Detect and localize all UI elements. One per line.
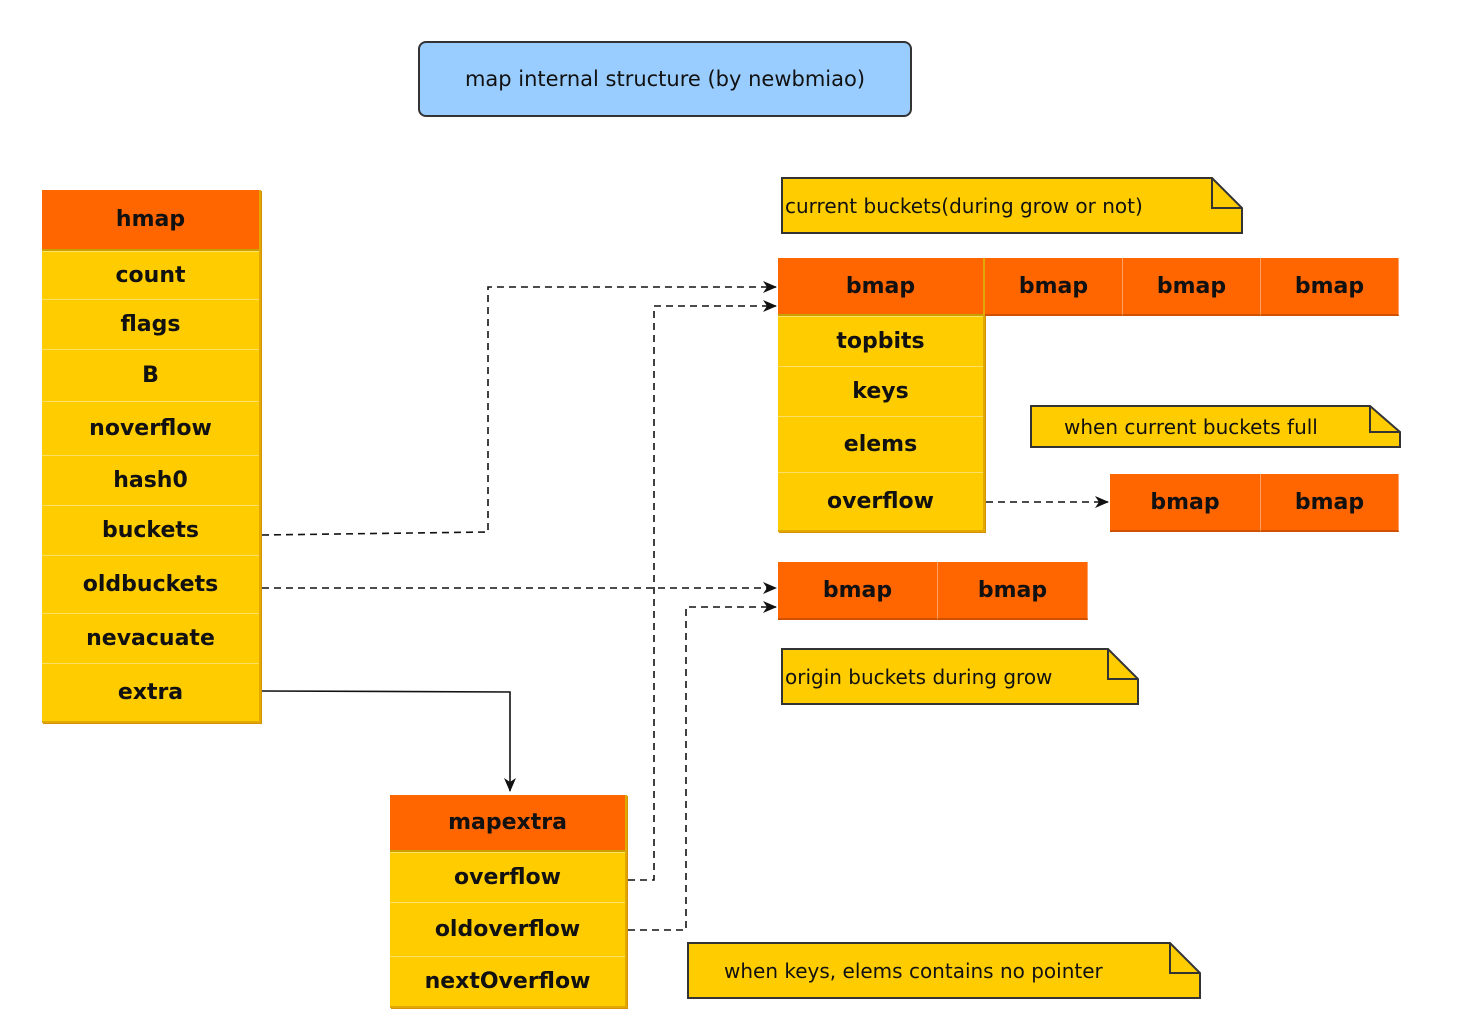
hmap-field-count: count (42, 251, 259, 299)
overflow-bmap: bmap (1261, 474, 1399, 532)
note-shape (781, 177, 1243, 234)
hmap-header: hmap (42, 190, 259, 251)
note-shape (1030, 405, 1401, 448)
note-current-buckets: current buckets(during grow or not) (781, 177, 1243, 234)
bmap-field-overflow: overflow (778, 472, 983, 530)
note-current-buckets-text: current buckets(during grow or not) (785, 193, 1143, 218)
note-buckets-full-text: when current buckets full (1064, 414, 1318, 439)
overflow-bmap: bmap (1110, 474, 1261, 532)
current-bmap-struct: bmap topbits keys elems overflow (778, 258, 985, 532)
hmap-field-hash0: hash0 (42, 455, 259, 505)
mapextra-header: mapextra (390, 795, 625, 852)
diagram-title-text: map internal structure (by newbmiao) (464, 67, 866, 91)
current-bmap-sibling: bmap (985, 258, 1123, 316)
bmap-field-elems: elems (778, 416, 983, 472)
note-origin-buckets: origin buckets during grow (781, 648, 1139, 705)
note-shape (687, 942, 1201, 999)
note-origin-buckets-text: origin buckets during grow (785, 664, 1053, 689)
note-shape (781, 648, 1139, 705)
old-bmaps: bmap bmap (778, 562, 1088, 620)
overflow-bmaps: bmap bmap (1110, 474, 1399, 532)
mapextra-field-nextoverflow: nextOverflow (390, 956, 625, 1006)
old-bmap: bmap (938, 562, 1088, 620)
hmap-field-flags: flags (42, 299, 259, 349)
hmap-field-noverflow: noverflow (42, 401, 259, 455)
arrow-mapextra-overflow-to-bmap (628, 300, 777, 881)
hmap-field-extra: extra (42, 663, 259, 721)
current-bmap-header: bmap (778, 258, 983, 316)
old-bmap: bmap (778, 562, 938, 620)
mapextra-struct: mapextra overflow oldoverflow nextOverfl… (390, 795, 627, 1008)
bmap-field-keys: keys (778, 366, 983, 416)
hmap-field-oldbuckets: oldbuckets (42, 555, 259, 613)
diagram-title: map internal structure (by newbmiao) (418, 41, 912, 117)
hmap-field-b: B (42, 349, 259, 401)
mapextra-field-overflow: overflow (390, 852, 625, 902)
arrow-extra-to-mapextra (261, 690, 516, 792)
hmap-struct: hmap count flags B noverflow hash0 bucke… (42, 190, 261, 723)
bmap-field-topbits: topbits (778, 316, 983, 366)
current-bmap-siblings: bmap bmap bmap (985, 258, 1399, 316)
current-bmap-sibling: bmap (1123, 258, 1261, 316)
note-buckets-full: when current buckets full (1030, 405, 1401, 448)
hmap-field-buckets: buckets (42, 505, 259, 555)
note-no-pointer: when keys, elems contains no pointer (687, 942, 1201, 999)
arrow-mapextra-oldoverflow-to-oldbmap (628, 601, 777, 931)
arrow-buckets-to-bmap (261, 281, 777, 536)
mapextra-field-oldoverflow: oldoverflow (390, 902, 625, 956)
note-no-pointer-text: when keys, elems contains no pointer (724, 958, 1103, 983)
hmap-field-nevacuate: nevacuate (42, 613, 259, 663)
current-bmap-sibling: bmap (1261, 258, 1399, 316)
